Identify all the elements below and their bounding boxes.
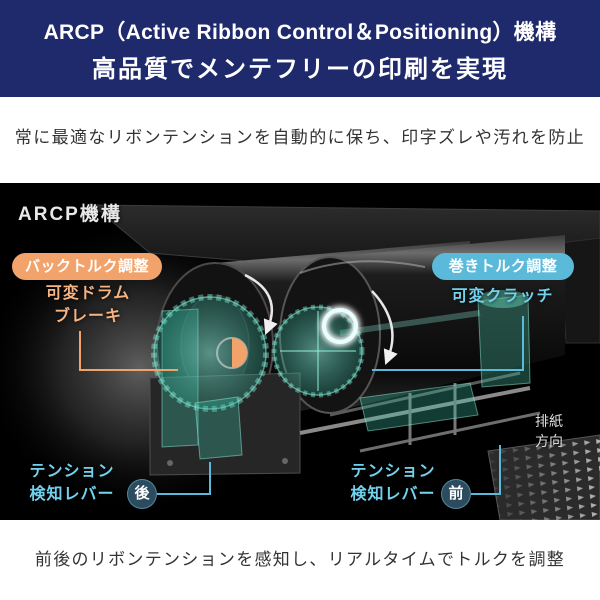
- callout-line-wind-torque: [372, 316, 524, 371]
- lead-text: 常に最適なリボンテンションを自動的に保ち、印字ズレや汚れを防止: [14, 128, 586, 147]
- mechanism-diagram: ARCP機構 バックトルク調整 可変ドラム ブレーキ 巻きトルク調整 可変クラッ…: [0, 183, 600, 520]
- back-torque-part-label: 可変ドラム ブレーキ: [38, 282, 138, 328]
- hub-ring: [322, 308, 358, 344]
- tension-lever-overlays: [194, 382, 479, 460]
- paper-direction-arrows-icon: [488, 435, 600, 520]
- mechanism-illustration: [0, 183, 600, 520]
- brake-drum-gear: [153, 296, 267, 410]
- rear-lever-label-line: 検知レバー: [29, 486, 115, 503]
- tension-lever-rods: [299, 371, 541, 453]
- lever-rod: [329, 371, 521, 417]
- callout-lines: [79, 316, 524, 495]
- wind-torque-part-label: 可変クラッチ: [451, 288, 554, 305]
- clutch-cap: [478, 290, 528, 308]
- bolt: [167, 460, 173, 466]
- take-up-rotation-arrow: [371, 290, 398, 365]
- paper-exit-label-line: 方向: [535, 433, 563, 449]
- lever-rod: [359, 411, 541, 453]
- front-tension-lever: [359, 382, 479, 432]
- rear-lever-label-line: テンション: [29, 463, 115, 480]
- brake-shoe: [232, 338, 247, 368]
- back-torque-part-line: ブレーキ: [53, 308, 122, 325]
- rotation-arc: [299, 260, 426, 274]
- footer-caption: 前後のリボンテンションを感知し、リアルタイムでトルクを調整: [34, 550, 566, 569]
- front-badge: 前: [441, 479, 471, 509]
- clutch-mechanism-overlay: [271, 290, 531, 398]
- take-up-gear-teeth: [271, 304, 365, 398]
- callout-line-rear-lever: [157, 462, 211, 495]
- brake-mechanism-overlay: [151, 294, 269, 448]
- paper-exit-label: 排紙 方向: [527, 411, 571, 451]
- paper-exit-label-line: 排紙: [535, 413, 563, 429]
- brake-gear-teeth: [151, 294, 269, 412]
- paper-exit-tray: [487, 434, 600, 520]
- supply-rotation-arrow: [244, 273, 278, 335]
- diagram-title: ARCP機構: [18, 204, 122, 225]
- rear-tension-lever: [194, 396, 243, 460]
- back-torque-tag: バックトルク調整: [12, 253, 162, 280]
- rotation-arrows: [244, 260, 426, 365]
- clutch-shaft: [339, 310, 481, 336]
- front-lever-label-line: テンション: [350, 463, 436, 480]
- rear-badge: 後: [127, 479, 157, 509]
- back-torque-part-line: 可変ドラム: [45, 285, 131, 302]
- header-tagline: 高品質でメンテフリーの印刷を実現: [92, 56, 508, 83]
- front-lever-label-line: 検知レバー: [350, 486, 436, 503]
- lever-rod: [299, 386, 531, 435]
- front-lever-label: テンション 検知レバー: [343, 460, 443, 506]
- bolt: [282, 458, 288, 464]
- callout-line-back-torque: [79, 331, 178, 371]
- callout-line-front-lever: [471, 445, 501, 495]
- wind-torque-tag: 巻きトルク調整: [432, 253, 574, 280]
- header-title: ARCP（Active Ribbon Control＆Positioning）機…: [43, 21, 557, 44]
- header-banner: ARCP（Active Ribbon Control＆Positioning）機…: [0, 0, 600, 97]
- rear-lever-label: テンション 検知レバー: [22, 460, 122, 506]
